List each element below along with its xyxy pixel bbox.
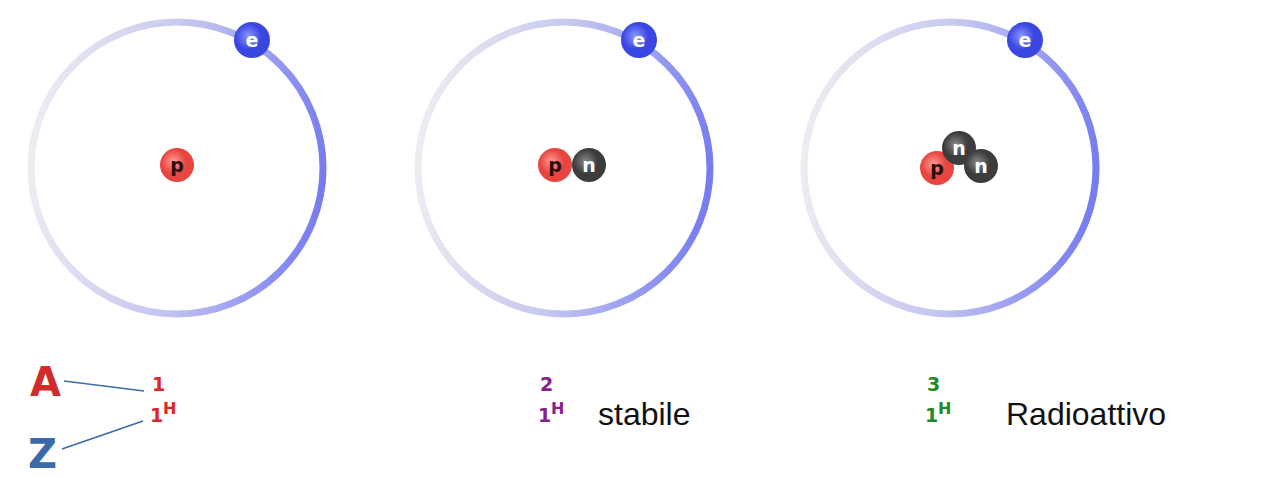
particle-letter: p (160, 148, 194, 182)
electron-particle: e (234, 22, 270, 58)
mass-number: 3 (927, 375, 940, 394)
atomic-number: 1 (925, 406, 938, 425)
neutron-particle: n (572, 148, 606, 182)
particle-fill (234, 22, 270, 58)
particle-fill (572, 148, 606, 182)
particle-letter: e (621, 22, 657, 58)
mass-number: 1 (152, 375, 165, 394)
particle-letter: e (1007, 22, 1043, 58)
proton-particle: p (920, 151, 954, 185)
stability-note: Radioattivo (1006, 398, 1166, 430)
particle-fill (538, 148, 572, 182)
element-symbol: H (938, 401, 951, 417)
particle-fill (621, 22, 657, 58)
leader-line (64, 381, 144, 391)
proton-particle: p (538, 148, 572, 182)
atomic-number: 1 (538, 406, 551, 425)
particle-fill (964, 149, 998, 183)
stability-note: stabile (598, 398, 691, 430)
atomic-number: 1 (150, 406, 163, 425)
element-symbol: H (163, 401, 176, 417)
atomic-number-marker: Z (28, 434, 57, 474)
electron-orbit (418, 22, 710, 314)
particle-letter: n (964, 149, 998, 183)
electron-orbit (31, 22, 323, 314)
leader-line (62, 421, 143, 449)
particle-letter: p (538, 148, 572, 182)
particle-letter: n (942, 131, 976, 165)
neutron-particle: n (942, 131, 976, 165)
particle-fill (160, 148, 194, 182)
mass-number: 2 (540, 375, 553, 394)
element-symbol: H (551, 401, 564, 417)
electron-particle: e (621, 22, 657, 58)
neutron-particle: n (964, 149, 998, 183)
mass-number-marker: A (30, 362, 61, 402)
electron-orbit (804, 22, 1096, 314)
particle-letter: n (572, 148, 606, 182)
particle-fill (1007, 22, 1043, 58)
particle-letter: e (234, 22, 270, 58)
electron-particle: e (1007, 22, 1043, 58)
particle-letter: p (920, 151, 954, 185)
proton-particle: p (160, 148, 194, 182)
